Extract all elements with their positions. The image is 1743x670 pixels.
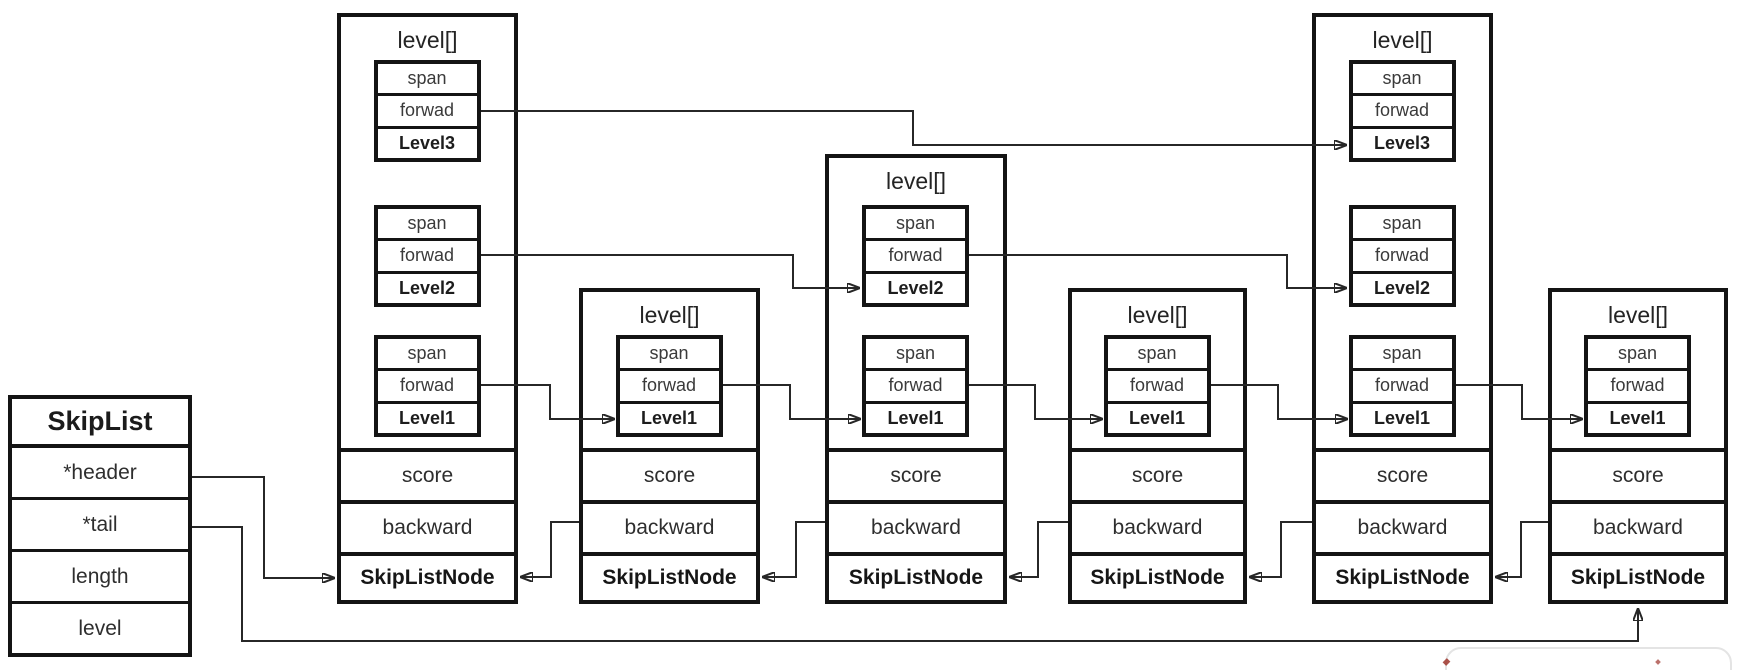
span-cell: span xyxy=(895,213,936,234)
skiplist-field-length: length xyxy=(12,549,188,601)
skiplist-title: SkipList xyxy=(12,399,188,448)
skiplistnode-4: level[] span forwad Level1 score backwar… xyxy=(1068,288,1247,604)
level-array-title: level[] xyxy=(885,168,947,194)
node-type-row: SkipListNode xyxy=(341,552,514,600)
span-cell: span xyxy=(649,343,689,364)
skiplistnode-6: level[] span forwad Level1 score backwar… xyxy=(1548,288,1728,604)
backward-row: backward xyxy=(583,500,756,552)
forward-cell: forwad xyxy=(1352,368,1452,400)
backward-row: backward xyxy=(1316,500,1489,552)
forward-cell: forwad xyxy=(866,238,965,270)
skiplist-field-level: level xyxy=(12,601,188,653)
span-cell: span xyxy=(895,343,936,364)
watermark-remnant-outline xyxy=(1445,647,1732,670)
score-row: score xyxy=(829,448,1003,500)
level-label-cell: Level1 xyxy=(377,400,477,433)
node-type-row: SkipListNode xyxy=(829,552,1003,600)
level-label-cell: Level2 xyxy=(1352,270,1452,303)
arrow-forward-l2-n1-n3 xyxy=(481,254,859,288)
arrow-backward-n2-n1 xyxy=(521,521,579,577)
level-entry-level1: span forwad Level1 xyxy=(1103,335,1211,437)
forward-cell: forwad xyxy=(619,368,719,400)
level-entry-level2: span forwad Level2 xyxy=(373,205,481,307)
skiplistnode-3: level[] span forwad Level2 span forwad L… xyxy=(825,154,1007,604)
level-entry-level1: span forwad Level1 xyxy=(1348,335,1456,437)
level-label-cell: Level1 xyxy=(866,400,965,433)
backward-row: backward xyxy=(1072,500,1243,552)
score-row: score xyxy=(341,448,514,500)
level-entry-level2: span forwad Level2 xyxy=(1348,205,1456,307)
span-cell: span xyxy=(1382,68,1422,89)
level-label-cell: Level1 xyxy=(1352,400,1452,433)
node-type-row: SkipListNode xyxy=(583,552,756,600)
skiplistnode-2: level[] span forwad Level1 score backwar… xyxy=(579,288,760,604)
level-label-cell: Level1 xyxy=(1588,400,1687,433)
level-entry-level1: span forwad Level1 xyxy=(1584,335,1691,437)
level-array-title: level[] xyxy=(1607,302,1669,328)
score-row: score xyxy=(1316,448,1489,500)
arrow-forward-l3-n1-n5 xyxy=(481,110,1346,145)
node-type-row: SkipListNode xyxy=(1316,552,1489,600)
backward-row: backward xyxy=(341,500,514,552)
level-entry-level1: span forwad Level1 xyxy=(615,335,723,437)
forward-cell: forwad xyxy=(1352,238,1452,270)
level-label-cell: Level1 xyxy=(619,400,719,433)
span-cell: span xyxy=(407,68,447,89)
skiplist-field-header: *header xyxy=(63,460,137,484)
skiplistnode-5: level[] span forwad Level3 span forwad L… xyxy=(1312,13,1493,604)
level-label-cell: Level2 xyxy=(866,270,965,303)
skiplist-field-tail: *tail xyxy=(12,497,188,549)
arrow-backward-n4-n3 xyxy=(1010,521,1068,577)
level-label-cell: Level1 xyxy=(1107,400,1207,433)
node-type-row: SkipListNode xyxy=(1072,552,1243,600)
arrow-forward-l2-n3-n5 xyxy=(969,254,1346,288)
level-array-title: level[] xyxy=(397,27,458,53)
level-entry-level3: span forwad Level3 xyxy=(373,60,481,162)
span-cell: span xyxy=(1382,213,1422,234)
level-label-cell: Level3 xyxy=(377,125,477,158)
level-array-title: level[] xyxy=(1127,302,1188,328)
backward-row: backward xyxy=(829,500,1003,552)
forward-cell: forwad xyxy=(866,368,965,400)
span-cell: span xyxy=(1617,343,1658,364)
level-entry-level2: span forwad Level2 xyxy=(862,205,969,307)
span-cell: span xyxy=(407,213,447,234)
level-label-cell: Level3 xyxy=(1352,125,1452,158)
span-cell: span xyxy=(1382,343,1422,364)
level-array-title: level[] xyxy=(639,302,700,328)
skiplist-struct-box: SkipList *header *tail length level xyxy=(8,395,192,657)
forward-cell: forwad xyxy=(1107,368,1207,400)
forward-cell: forwad xyxy=(1588,368,1687,400)
backward-row: backward xyxy=(1552,500,1724,552)
node-type-row: SkipListNode xyxy=(1552,552,1724,600)
arrow-backward-n6-n5 xyxy=(1496,521,1548,577)
arrow-header-to-node1 xyxy=(192,476,334,578)
level-entry-level1: span forwad Level1 xyxy=(373,335,481,437)
level-entry-level3: span forwad Level3 xyxy=(1348,60,1456,162)
forward-cell: forwad xyxy=(377,238,477,270)
score-row: score xyxy=(1552,448,1724,500)
level-entry-level1: span forwad Level1 xyxy=(862,335,969,437)
score-row: score xyxy=(1072,448,1243,500)
span-cell: span xyxy=(1137,343,1177,364)
arrow-backward-n5-n4 xyxy=(1250,521,1312,577)
level-array-title: level[] xyxy=(1372,27,1433,53)
arrow-backward-n3-n2 xyxy=(763,521,825,577)
forward-cell: forwad xyxy=(377,368,477,400)
forward-cell: forwad xyxy=(1352,93,1452,125)
level-label-cell: Level2 xyxy=(377,270,477,303)
skiplistnode-1: level[] span forwad Level3 span forwad L… xyxy=(337,13,518,604)
score-row: score xyxy=(583,448,756,500)
forward-cell: forwad xyxy=(377,93,477,125)
span-cell: span xyxy=(407,343,447,364)
